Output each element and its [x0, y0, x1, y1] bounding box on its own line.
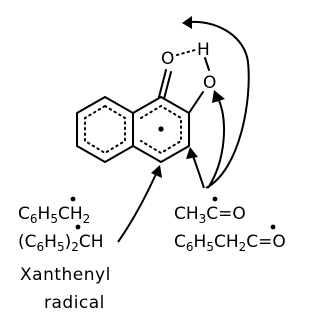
- phenylacetyl-radical-dot: [270, 224, 276, 230]
- oh-bond: [204, 57, 210, 71]
- hydroxyl-bond: [188, 91, 204, 114]
- carbonyl-bond-1: [158, 69, 167, 98]
- xanthenyl-label: Xanthenyl: [20, 265, 111, 285]
- acetyl-radical-dot: [212, 196, 218, 202]
- benzyl-radical-formula: C6H5CH2: [18, 204, 90, 226]
- acetyl-radical-formula: CH3C=O: [174, 204, 246, 226]
- arrowhead-left-radicals: [151, 165, 162, 178]
- arrow-to-oxygen-carbon: [207, 97, 225, 189]
- arrow-to-ring-carbon-right: [192, 155, 205, 189]
- arrow-from-left-radicals: [117, 173, 157, 243]
- diphenylmethyl-radical-formula: (C6H5)2CH: [18, 232, 104, 254]
- phenylacetyl-radical-formula: C6H5CH2C=O: [174, 232, 286, 254]
- right-ring-radical-dot: [158, 126, 164, 132]
- atom-oxygen-right: O: [203, 73, 216, 93]
- left-ring-aromatic-circle: [84, 104, 126, 155]
- arrowhead-oxygen-carbon: [212, 90, 225, 103]
- arrowhead-ring-carbon-right: [186, 147, 198, 159]
- diphenylmethyl-radical-dot: [75, 224, 81, 230]
- carbonyl-bond-2: [163, 71, 172, 100]
- atom-oxygen-top: O: [161, 49, 174, 69]
- hydrogen-bond-dots: [176, 49, 196, 56]
- radical-label: radical: [44, 293, 105, 313]
- arrow-to-hydroxyl-hydrogen: [187, 20, 250, 189]
- benzyl-radical-dot: [70, 196, 76, 202]
- right-ring-bonds: [132, 96, 190, 163]
- arrowhead-hydrogen: [182, 16, 192, 29]
- atom-hydrogen: H: [197, 40, 210, 60]
